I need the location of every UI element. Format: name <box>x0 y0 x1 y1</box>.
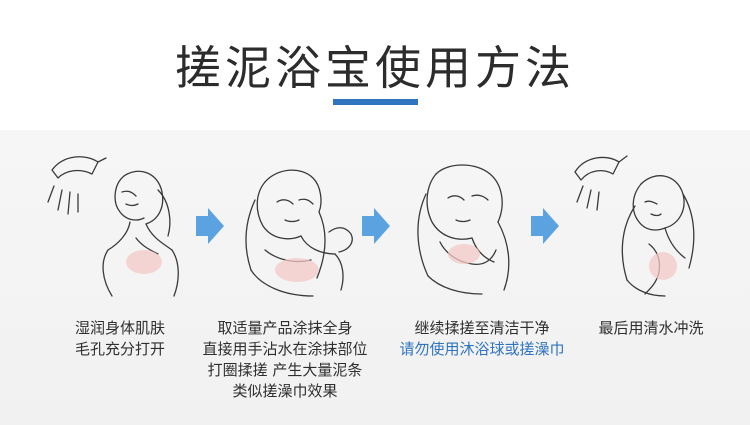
step-2-caption: 取适量产品涂抹全身 直接用手沾水在涂抹部位 打圈揉搓 产生大量泥条 类似搓澡巾效… <box>190 318 380 402</box>
step-2-line-4: 类似搓澡巾效果 <box>232 382 338 400</box>
step-4-illustration <box>565 150 725 300</box>
step-2-illustration <box>225 150 385 300</box>
step-3-caption: 继续揉搓至清洁干净 请勿使用沐浴球或搓澡巾 <box>382 318 582 360</box>
step-1-illustration <box>40 150 200 300</box>
step-4-caption: 最后用清水冲洗 <box>576 318 726 339</box>
page-title: 搓泥浴宝使用方法 <box>175 41 575 95</box>
arrow-right-icon <box>362 208 390 244</box>
instructions-panel <box>0 130 750 425</box>
apply-product-icon <box>245 169 353 297</box>
step-3-illustration <box>398 150 558 300</box>
step-1-line-2: 毛孔充分打开 <box>74 340 165 358</box>
step-1-caption: 湿润身体肌肤 毛孔充分打开 <box>40 318 200 360</box>
rinse-shower-icon <box>574 155 695 297</box>
shower-woman-icon <box>47 156 179 297</box>
step-2-line-2: 直接用手沾水在涂抹部位 <box>202 340 368 358</box>
title-underline <box>333 99 418 105</box>
step-1-line-1: 湿润身体肌肤 <box>74 319 165 337</box>
rubbing-skin-icon <box>417 164 510 295</box>
step-arrow-1 <box>196 208 224 244</box>
step-3-warning: 请勿使用沐浴球或搓澡巾 <box>399 340 565 358</box>
step-arrow-3 <box>531 208 559 244</box>
step-2-line-1: 取适量产品涂抹全身 <box>217 319 353 337</box>
step-3-line-1: 继续揉搓至清洁干净 <box>414 319 550 337</box>
step-2-line-3: 打圈揉搓 产生大量泥条 <box>207 361 363 379</box>
header: 搓泥浴宝使用方法 <box>0 0 750 130</box>
arrow-right-icon <box>531 208 559 244</box>
arrow-right-icon <box>196 208 224 244</box>
step-arrow-2 <box>362 208 390 244</box>
step-4-line-1: 最后用清水冲洗 <box>598 319 704 337</box>
